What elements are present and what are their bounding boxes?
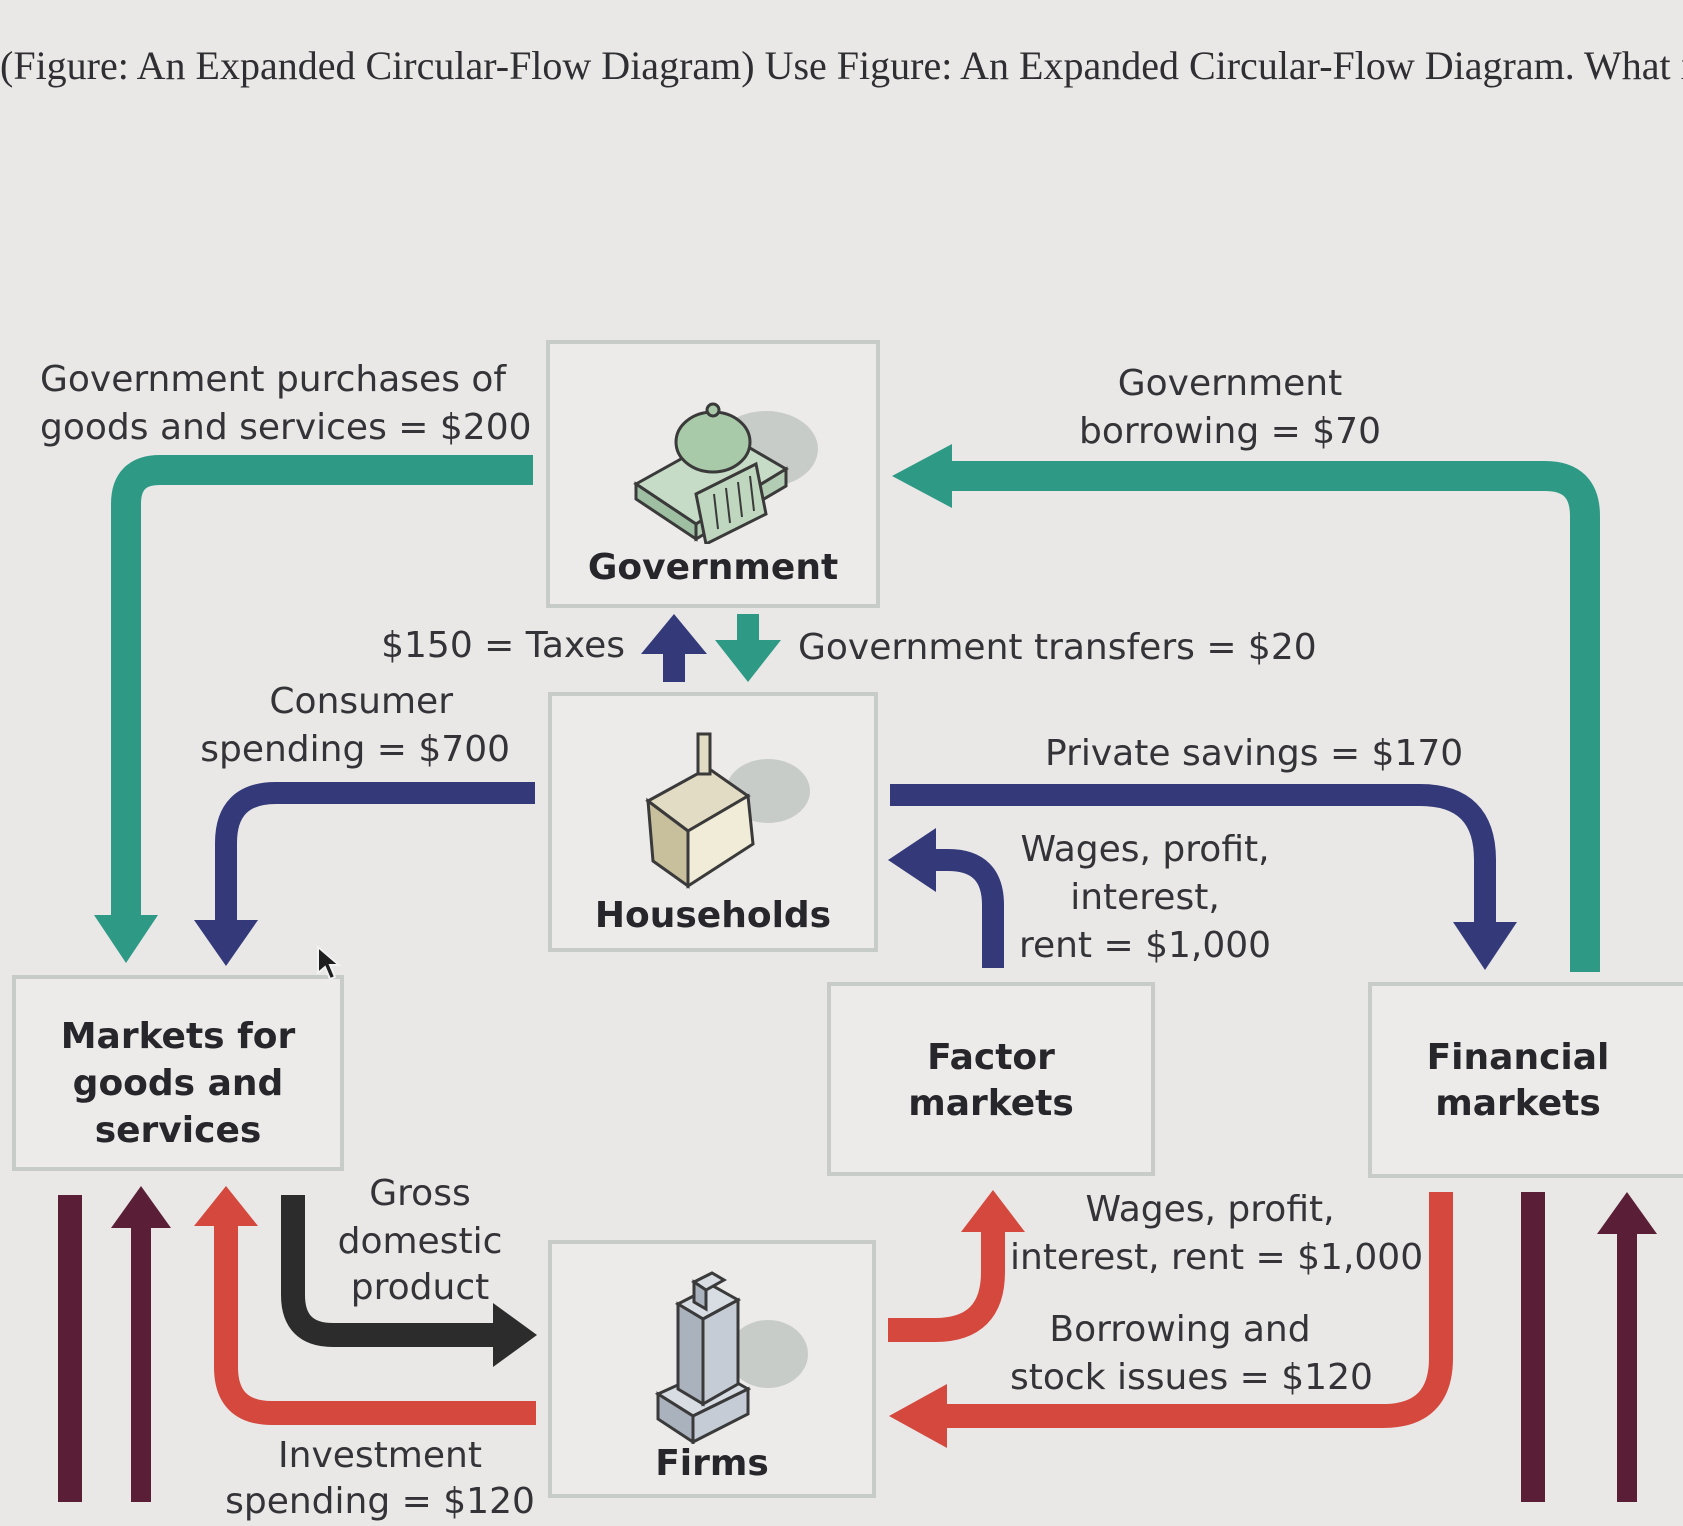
- investment-label-2: spending = $120: [225, 1481, 535, 1522]
- borrowing-stock-label-1: Borrowing and: [1049, 1309, 1311, 1350]
- house-icon: [645, 732, 810, 889]
- firms-label: Firms: [655, 1443, 769, 1484]
- markets-goods-label-3: services: [94, 1110, 262, 1151]
- wages-to-households-label-1: Wages, profit,: [1020, 829, 1270, 870]
- wages-to-households-label-2: interest,: [1070, 877, 1220, 918]
- maroon-arrowhead-left: [111, 1186, 171, 1228]
- wages-from-firms-label-2: interest, rent = $1,000: [1010, 1237, 1424, 1278]
- gdp-arrowhead: [493, 1303, 537, 1367]
- wages-from-firms-label-1: Wages, profit,: [1085, 1189, 1335, 1230]
- consumer-spending-arrow: [215, 782, 535, 920]
- private-savings-arrow: [890, 784, 1496, 922]
- wages-from-firms-arrow: [888, 1230, 1005, 1342]
- financial-markets-box: Financial markets: [1368, 982, 1683, 1178]
- households-label: Households: [594, 895, 832, 936]
- factor-markets-box: Factor markets: [827, 982, 1155, 1176]
- taxes-arrowhead: [641, 614, 707, 654]
- private-savings-label: Private savings = $170: [1045, 733, 1464, 774]
- gdp-label-2: domestic: [337, 1221, 503, 1262]
- households-box: Households: [548, 692, 878, 952]
- investment-arrow: [214, 1222, 536, 1425]
- gov-borrowing-arrowhead: [892, 444, 952, 508]
- government-building-icon: [633, 402, 818, 544]
- government-box: Government: [546, 340, 880, 608]
- taxes-label: $150 = Taxes: [381, 625, 625, 666]
- gov-purchases-arrow: [111, 455, 533, 915]
- borrowing-stock-arrow: [945, 1192, 1453, 1428]
- gov-purchases-label-1: Government purchases of: [40, 359, 507, 400]
- financial-markets-label-1: Financial: [1426, 1037, 1610, 1078]
- factor-markets-label-1: Factor: [927, 1037, 1055, 1078]
- wages-to-households-arrowhead: [888, 828, 936, 892]
- private-savings-arrowhead: [1453, 922, 1517, 970]
- gov-borrowing-arrow: [950, 461, 1600, 972]
- markets-goods-box: Markets for goods and services: [12, 975, 344, 1171]
- transfers-arrowhead: [715, 640, 781, 682]
- investment-label-1: Investment: [278, 1435, 482, 1476]
- financial-markets-label-2: markets: [1435, 1083, 1601, 1124]
- firms-box: Firms: [548, 1240, 876, 1498]
- government-label: Government: [587, 547, 839, 588]
- gov-transfers-label: Government transfers = $20: [798, 627, 1317, 668]
- maroon-arrowhead-right: [1597, 1192, 1657, 1234]
- question-title: (Figure: An Expanded Circular-Flow Diagr…: [0, 43, 1683, 88]
- factor-markets-label-2: markets: [908, 1083, 1074, 1124]
- borrowing-stock-arrowhead: [889, 1384, 947, 1448]
- mouse-cursor-icon: [317, 945, 342, 981]
- gov-purchases-label-2: goods and services = $200: [40, 407, 532, 448]
- gdp-label-3: product: [350, 1267, 490, 1308]
- gov-borrowing-label-2: borrowing = $70: [1079, 411, 1381, 452]
- firm-building-icon: [654, 1271, 808, 1444]
- consumer-spending-arrowhead: [194, 920, 258, 966]
- wages-from-firms-arrowhead: [961, 1190, 1025, 1232]
- borrowing-stock-label-2: stock issues = $120: [1010, 1357, 1373, 1398]
- gov-purchases-arrowhead: [94, 915, 158, 963]
- wages-to-households-arrow: [930, 849, 1004, 968]
- markets-goods-label-2: goods and: [72, 1063, 284, 1104]
- gdp-label-1: Gross: [369, 1173, 471, 1214]
- markets-goods-label-1: Markets for: [60, 1016, 296, 1057]
- consumer-spending-label-2: spending = $700: [200, 729, 510, 770]
- gdp-arrow: [281, 1195, 495, 1347]
- wages-to-households-label-3: rent = $1,000: [1018, 925, 1272, 966]
- consumer-spending-label-1: Consumer: [269, 681, 453, 722]
- investment-arrowhead: [194, 1186, 258, 1226]
- gov-borrowing-label-1: Government: [1117, 363, 1343, 404]
